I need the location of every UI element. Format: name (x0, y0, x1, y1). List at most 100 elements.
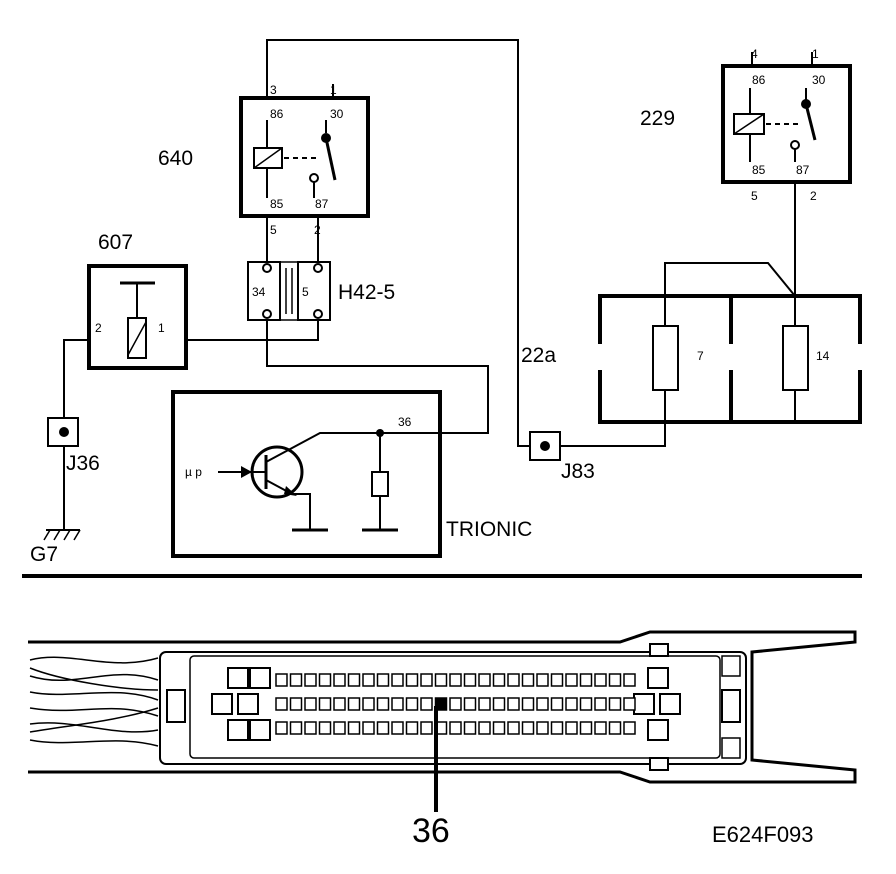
connector-pin (507, 697, 520, 711)
h42-pin34: 34 (252, 285, 266, 299)
connector-pin (449, 721, 462, 735)
relay-229: 229 4 1 86 30 85 87 5 2 (640, 47, 852, 203)
connector-pin (333, 697, 346, 711)
connector-pin (623, 697, 636, 711)
component-607: 607 2 1 (87, 231, 188, 370)
connector-pin (565, 697, 578, 711)
connector-pin (304, 721, 317, 735)
relay-640-pin3: 3 (270, 83, 277, 97)
connector-pin (391, 673, 404, 687)
connector-pin (289, 673, 303, 687)
ecu-connector-drawing: 36 (28, 630, 857, 850)
trionic-input-label: µ p (185, 465, 202, 479)
junction-j83-label: J83 (561, 460, 595, 483)
connector-pin (463, 721, 477, 735)
trionic-pin36: 36 (398, 415, 412, 429)
relay-640-pin5: 5 (270, 223, 277, 237)
connector-pin (318, 697, 332, 711)
connector-pin (391, 697, 404, 711)
connector-pin (579, 721, 593, 735)
junction-j83: J83 (529, 431, 595, 483)
relay-640-pin1: 1 (330, 83, 337, 97)
connector-pin (347, 673, 361, 687)
relay-229-term86: 86 (752, 73, 766, 87)
connector-pin (376, 721, 390, 735)
fuse-box: 7 14 (595, 294, 865, 424)
connector-pin (333, 721, 346, 735)
trionic-label: TRIONIC (446, 518, 532, 541)
connector-pin (507, 673, 520, 687)
connector-pin (521, 673, 535, 687)
connector-pin (434, 673, 448, 687)
connector-pin (507, 721, 520, 735)
connector-pin (565, 673, 578, 687)
h42-label: H42-5 (338, 281, 395, 304)
connector-pin (391, 721, 404, 735)
fuse-14-label: 14 (816, 349, 830, 363)
connector-pin (463, 697, 477, 711)
connector-pin (420, 721, 433, 735)
relay-640-label: 640 (158, 147, 193, 170)
relay-640-term87: 87 (315, 197, 329, 211)
relay-229-term30: 30 (812, 73, 826, 87)
connector-pin (492, 673, 506, 687)
connector-pin (594, 697, 607, 711)
connector-pin (536, 673, 549, 687)
connector-pin (405, 721, 419, 735)
component-607-pin1: 1 (158, 321, 165, 335)
connector-pin-36-callout: 36 (412, 812, 450, 850)
connector-pin (478, 697, 491, 711)
connector-pin (333, 673, 346, 687)
connector-h42-5: 34 5 H42-5 (247, 261, 395, 321)
connector-pin (318, 673, 332, 687)
wire-22a-label: 22a (521, 344, 556, 367)
connector-pin (521, 697, 535, 711)
connector-pin (449, 697, 462, 711)
component-607-label: 607 (98, 231, 133, 254)
connector-pin (492, 721, 506, 735)
connector-pin (347, 697, 361, 711)
connector-pin (420, 697, 433, 711)
relay-640-term30: 30 (330, 107, 344, 121)
connector-pin (550, 697, 564, 711)
relay-229-pin5: 5 (751, 189, 758, 203)
connector-pin (478, 721, 491, 735)
connector-pin (536, 697, 549, 711)
connector-pin (492, 697, 506, 711)
relay-640-term85: 85 (270, 197, 284, 211)
connector-pin (565, 721, 578, 735)
connector-pin (275, 721, 288, 735)
connector-pin (405, 697, 419, 711)
connector-pin (550, 721, 564, 735)
connector-pin (275, 697, 288, 711)
relay-229-pin1: 1 (812, 47, 819, 61)
connector-pin (550, 673, 564, 687)
connector-pin (536, 721, 549, 735)
connector-pin (376, 697, 390, 711)
connector-pin (420, 673, 433, 687)
connector-pin (608, 721, 622, 735)
relay-229-term87: 87 (796, 163, 810, 177)
junction-j36: J36 (47, 417, 100, 475)
figure-code: E624F093 (712, 822, 814, 847)
connector-pin (362, 697, 375, 711)
relay-640-pin2: 2 (314, 223, 321, 237)
relay-229-term85: 85 (752, 163, 766, 177)
relay-229-pin4: 4 (751, 47, 758, 61)
wires (63, 39, 813, 530)
connector-pin (608, 673, 622, 687)
connector-pin (608, 697, 622, 711)
h42-pin5: 5 (302, 285, 309, 299)
connector-pin (304, 673, 317, 687)
connector-pin (623, 721, 636, 735)
fuse-7-label: 7 (697, 349, 704, 363)
connector-pin (623, 673, 636, 687)
connector-pin (405, 673, 419, 687)
relay-229-label: 229 (640, 107, 675, 130)
connector-pin (579, 673, 593, 687)
relay-640-term86: 86 (270, 107, 284, 121)
connector-pin (594, 673, 607, 687)
junction-j36-label: J36 (66, 452, 100, 475)
